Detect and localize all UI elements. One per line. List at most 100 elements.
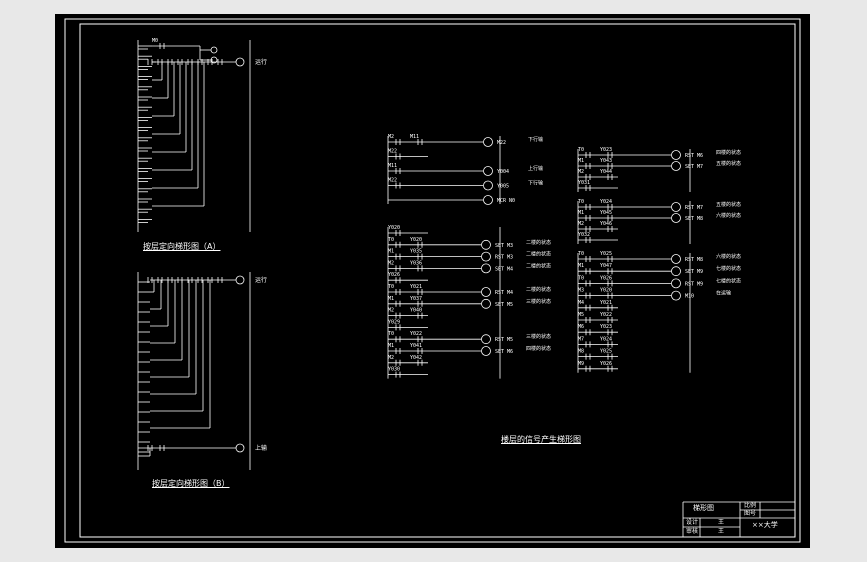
- coil-label: SET M6: [495, 349, 513, 355]
- coil-label: SET M3: [495, 243, 513, 249]
- coil-label: RST M4: [495, 290, 513, 296]
- contact-label: Y026: [388, 272, 400, 278]
- inner-frame: [79, 23, 796, 538]
- contact-label: Y020: [410, 237, 422, 243]
- title-block-designer-label: 设计: [686, 519, 699, 526]
- contact-label: Y024: [600, 199, 612, 205]
- contact-label: Y029: [388, 319, 400, 325]
- contact-label: Y023: [600, 324, 612, 330]
- up-output-coil: [235, 443, 245, 453]
- output-coil: [671, 254, 681, 264]
- contact-label: Y021: [600, 300, 612, 306]
- contact-label: M22: [388, 149, 397, 155]
- note-text: 六楼的状态: [716, 212, 741, 219]
- contact-label: M2: [388, 134, 394, 140]
- coil-label: SET M4: [495, 266, 513, 272]
- diagram-b-caption: 按层定向梯形图（B）: [152, 479, 230, 488]
- coil-label: RST M9: [685, 281, 703, 287]
- drawing-area: [55, 14, 810, 548]
- output-label-text: 上输: [255, 444, 267, 452]
- contact-label: M9: [578, 361, 584, 367]
- contact-label: M0: [152, 38, 158, 44]
- contact-label: Y020: [600, 288, 612, 294]
- contact-label: M5: [578, 312, 584, 318]
- coil-label: MCR N0: [497, 198, 515, 204]
- contact-label: M2: [388, 260, 394, 266]
- contact-label: Y041: [410, 343, 422, 349]
- output-coil: [481, 263, 491, 274]
- note-text: 二楼的状态: [526, 262, 551, 269]
- coil-label: RST M3: [495, 255, 513, 261]
- output-coil: [671, 150, 681, 160]
- contact-label: Y020: [388, 225, 400, 231]
- contact-label: T0: [388, 284, 394, 290]
- note-text: 下行输: [528, 180, 543, 187]
- output-coil: [671, 202, 681, 212]
- contact-label: Y025: [600, 349, 612, 355]
- note-text: 五楼的状态: [716, 160, 741, 167]
- contact-label: Y023: [600, 147, 612, 153]
- output-coil: [481, 334, 491, 345]
- title-block-checker-label: 审核: [686, 528, 699, 535]
- output-coil: [483, 180, 493, 191]
- diagram-a-caption: 按层定向梯形图（A）: [143, 242, 221, 251]
- output-label-text: 运行: [255, 58, 267, 66]
- coil-label: Y005: [497, 184, 509, 190]
- contact-label: M22: [388, 178, 397, 184]
- note-text: 六楼的状态: [716, 253, 741, 260]
- note-text: 四楼的状态: [716, 149, 741, 156]
- contact-label: M2: [578, 221, 584, 227]
- coil-label: M22: [497, 140, 506, 146]
- title-block-sheet-label: 图号: [744, 510, 757, 517]
- note-text: 五楼的状态: [716, 201, 741, 208]
- contact-label: Y037: [410, 296, 422, 302]
- contact-label: Y022: [410, 331, 422, 337]
- title-block-designer-value: 王: [718, 519, 725, 526]
- coil-label: Y004: [497, 169, 509, 175]
- title-block-ratio-label: 比例: [744, 502, 757, 509]
- note-text: 二楼的状态: [526, 251, 551, 258]
- coil-label: RST M8: [685, 257, 703, 263]
- contact-label: Y024: [600, 336, 612, 342]
- contact-label: Y031: [578, 180, 590, 186]
- contact-label: M1: [388, 343, 394, 349]
- contact-label: T0: [578, 275, 584, 281]
- contact-label: M1: [388, 296, 394, 302]
- title-block-school: ××大学: [752, 521, 778, 529]
- note-text: 四楼的状态: [526, 345, 551, 352]
- note-text: 七楼的状态: [716, 277, 741, 284]
- output-coil: [481, 251, 491, 262]
- title-block-drawing-name: 梯形图: [693, 504, 714, 512]
- contact-label: Y036: [410, 260, 422, 266]
- output-coil: [483, 195, 493, 205]
- contact-label: M11: [410, 134, 419, 140]
- contact-label: T0: [388, 237, 394, 243]
- contact-label: M11: [388, 163, 397, 169]
- contact-label: Y047: [600, 263, 612, 269]
- contact-label: T0: [578, 251, 584, 257]
- contact-label: M4: [578, 300, 584, 306]
- note-text: 在运输: [716, 290, 731, 297]
- note-text: 上行输: [528, 165, 543, 172]
- contact-label: Y046: [600, 221, 612, 227]
- output-coil: [481, 287, 491, 297]
- note-text: 三楼的状态: [526, 333, 551, 340]
- contact-label: M2: [388, 308, 394, 314]
- run-output-coil: [235, 275, 245, 285]
- coil-label: RST M5: [495, 337, 513, 343]
- output-coil: [671, 290, 681, 301]
- output-coil: [481, 346, 491, 356]
- coil-label: SET M7: [685, 164, 703, 170]
- output-label-text: 运行: [255, 276, 267, 284]
- contact-label: M1: [578, 210, 584, 216]
- contact-label: M3: [578, 288, 584, 294]
- output-coil: [481, 298, 491, 309]
- contact-label: M2: [388, 355, 394, 361]
- coil-label: SET M5: [495, 302, 513, 308]
- contact-label: Y022: [600, 312, 612, 318]
- run-output-coil: [235, 57, 245, 67]
